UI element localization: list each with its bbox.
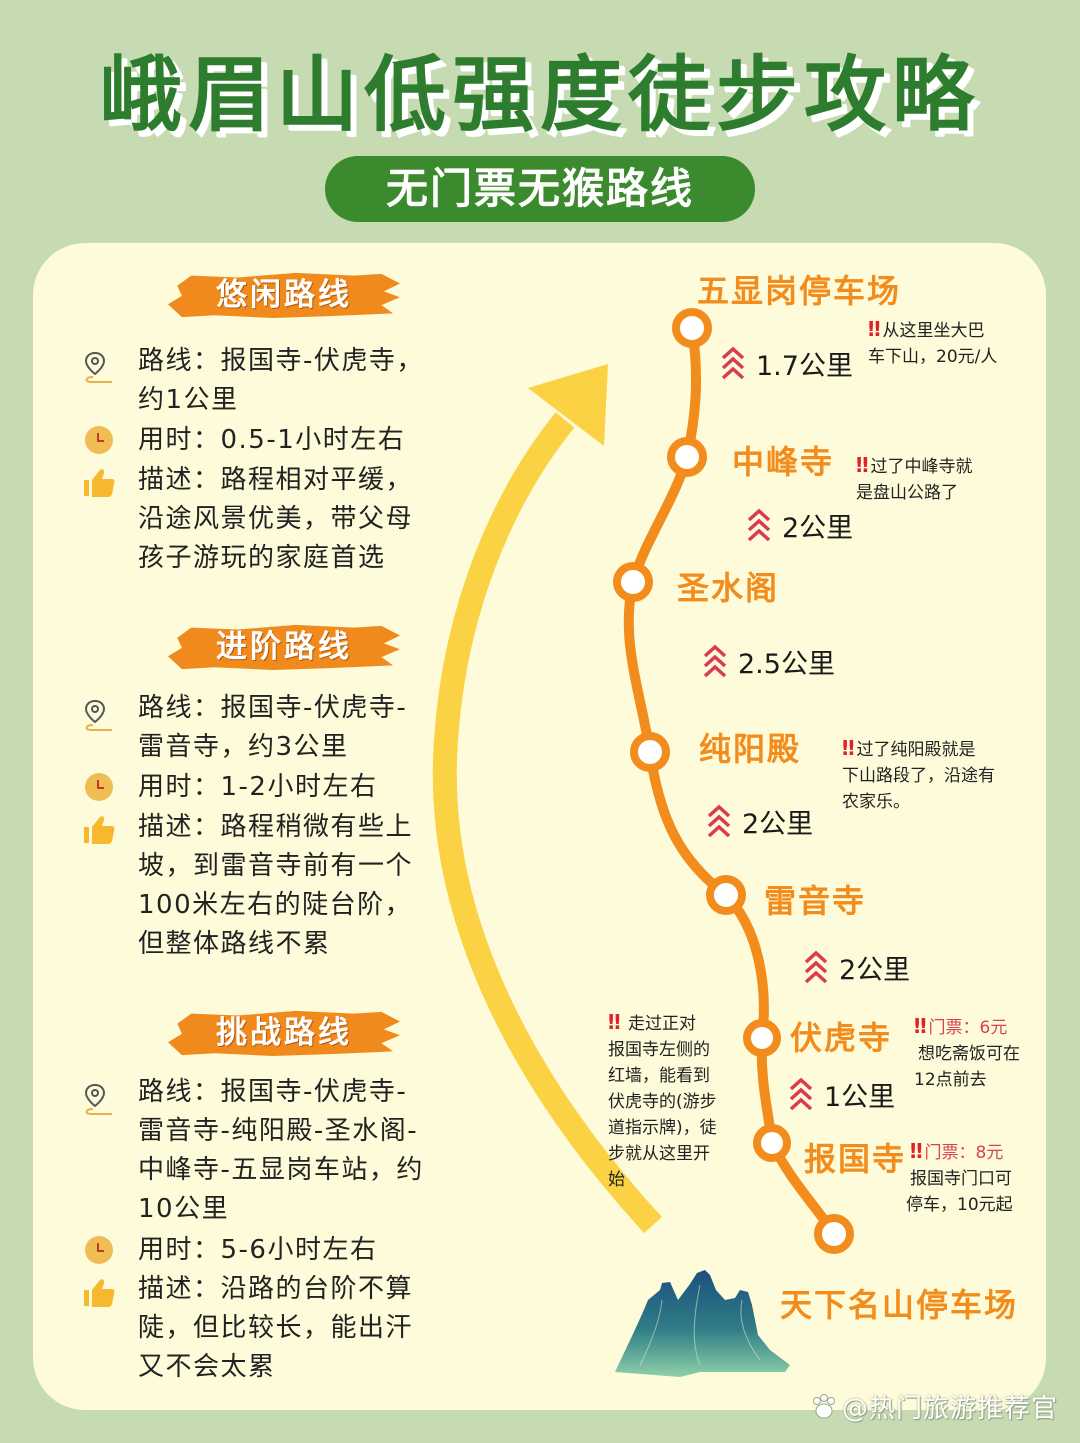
warning-icon: ‼ — [914, 1014, 926, 1038]
station-node-shengshui — [613, 562, 653, 602]
clock-icon — [85, 1236, 113, 1264]
location-pin-icon — [84, 699, 112, 731]
route-1-time: 用时：0.5-1小时左右 — [138, 425, 406, 455]
warning-icon: ‼ — [842, 736, 854, 760]
station-label-fuhu: 伏虎寺 — [790, 1019, 893, 1057]
note-trail-start: ‼ 走过正对 报国寺左侧的 红墙，能看到 伏虎寺的(游步 道指示牌)，徒 步就从… — [608, 1010, 717, 1190]
chevrons-up-icon — [789, 1077, 813, 1110]
chevrons-up-icon — [747, 508, 771, 541]
chevrons-up-icon — [721, 346, 745, 379]
note-wuxiangang: ‼从这里坐大巴 车下山，20元/人 — [868, 317, 998, 367]
thumbs-up-icon — [84, 1279, 115, 1307]
ascent-arrow-icon — [432, 412, 662, 1234]
paw-logo-icon — [812, 1393, 835, 1418]
station-label-leiyin: 雷音寺 — [764, 882, 867, 920]
station-node-wuxiangang — [672, 308, 712, 348]
route-badge-leisure: 悠闲路线 — [168, 272, 400, 318]
station-label-wuxiangang: 五显岗停车场 — [697, 272, 902, 310]
route-2-path: 路线：报国寺-伏虎寺- 雷音寺，约3公里 — [138, 693, 408, 762]
route-2-description: 描述：路程稍微有些上 坡，到雷音寺前有一个 100米左右的陡台阶， 但整体路线不… — [138, 812, 414, 959]
distance-2: 2公里 — [746, 506, 853, 545]
note-fuhu: ‼门票：6元 想吃斋饭可在 12点前去 — [914, 1014, 1020, 1090]
distance-5: 2公里 — [803, 948, 910, 987]
distance-1: 1.7公里 — [720, 344, 853, 383]
note-baoguo: ‼门票：8元 报国寺门口可 停车，10元起 — [906, 1139, 1013, 1215]
station-label-baoguo: 报国寺 — [804, 1140, 907, 1178]
station-label-shengshui: 圣水阁 — [677, 569, 780, 607]
station-node-leiyin — [706, 875, 746, 915]
distance-3: 2.5公里 — [702, 642, 835, 681]
location-pin-icon — [84, 1083, 112, 1115]
thumbs-up-icon — [84, 816, 115, 844]
warning-icon: ‼ — [608, 1010, 620, 1034]
station-node-fuhu — [743, 1019, 781, 1057]
route-1-description: 描述：路程相对平缓， 沿途风景优美，带父母 孩子游玩的家庭首选 — [138, 465, 414, 573]
route-3-time: 用时：5-6小时左右 — [138, 1235, 378, 1265]
route-2-time: 用时：1-2小时左右 — [138, 772, 378, 802]
route-3-description: 描述：沿路的台阶不算 陡，但比较长，能出汗 又不会太累 — [138, 1274, 414, 1382]
warning-icon: ‼ — [910, 1139, 922, 1163]
trail-path — [623, 323, 839, 1239]
thumbs-up-icon — [84, 469, 115, 497]
station-node-baoguo — [753, 1124, 791, 1162]
station-label-chunyang: 纯阳殿 — [699, 730, 802, 768]
arrow-head-icon — [528, 364, 608, 446]
station-node-tianxia — [814, 1214, 854, 1254]
page-title: 峨眉山低强度徒步攻略 — [99, 48, 980, 143]
station-node-chunyang — [630, 732, 670, 772]
route-badge-advanced: 进阶路线 — [168, 624, 400, 670]
subtitle-badge: 无门票无猴路线 — [325, 156, 755, 222]
warning-icon: ‼ — [856, 453, 868, 477]
watermark: @热门旅游推荐官 — [810, 1388, 1058, 1425]
mountain-icon — [615, 1270, 790, 1377]
station-label-zhongfeng: 中峰寺 — [732, 443, 835, 481]
chevrons-up-icon — [703, 644, 727, 677]
route-badge-challenge: 挑战路线 — [168, 1010, 400, 1056]
station-node-zhongfeng — [667, 437, 707, 477]
chevrons-up-icon — [804, 950, 828, 983]
chevrons-up-icon — [707, 804, 731, 837]
clock-icon — [85, 773, 113, 801]
note-zhongfeng: ‼过了中峰寺就 是盘山公路了 — [856, 453, 973, 503]
distance-6: 1公里 — [788, 1075, 895, 1114]
clock-icon — [85, 426, 113, 454]
route-3-path: 路线：报国寺-伏虎寺- 雷音寺-纯阳殿-圣水阁- 中峰寺-五显岗车站，约 10公… — [138, 1077, 424, 1224]
station-label-tianxia: 天下名山停车场 — [780, 1286, 1019, 1324]
note-chunyang: ‼过了纯阳殿就是 下山路段了，沿途有 农家乐。 — [842, 736, 995, 812]
location-pin-icon — [84, 351, 112, 383]
distance-4: 2公里 — [706, 802, 813, 841]
route-1-path: 路线：报国寺-伏虎寺， 约1公里 — [138, 346, 424, 415]
warning-icon: ‼ — [868, 317, 880, 341]
